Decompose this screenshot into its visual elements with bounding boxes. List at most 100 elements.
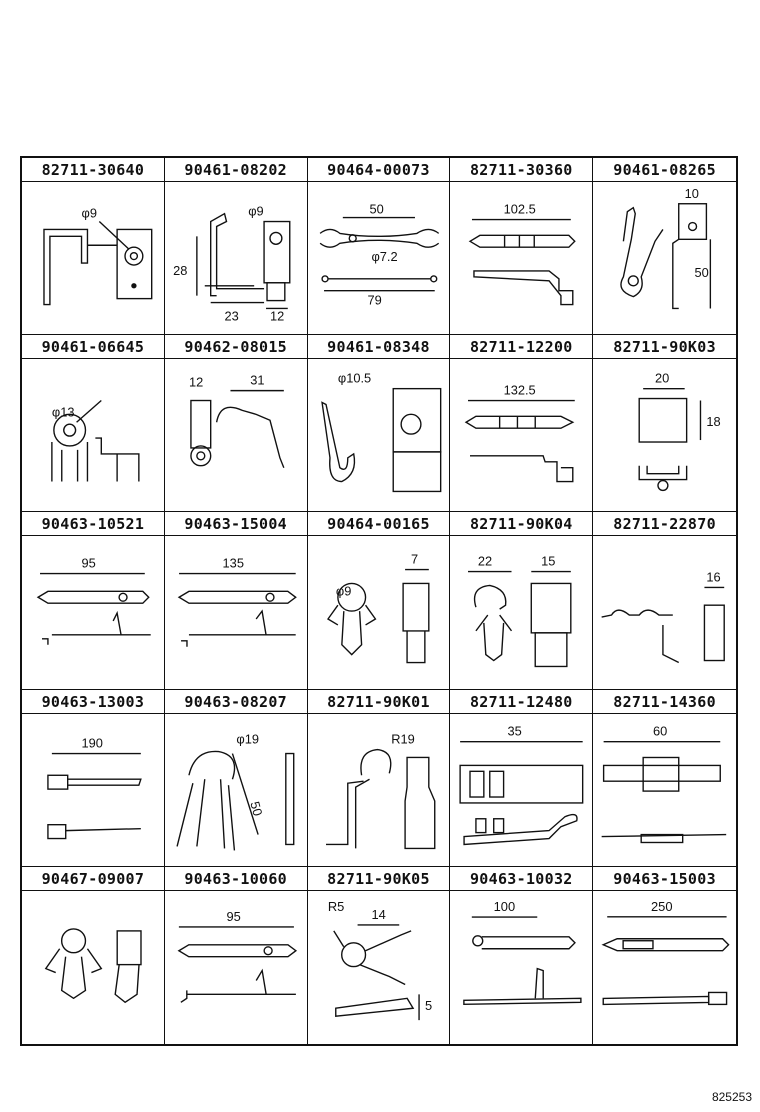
- part-drawing: 132.5: [450, 359, 592, 511]
- part-drawing: 102.5: [450, 182, 592, 334]
- part-cell[interactable]: 82711-90K05 R5 14 5: [307, 866, 451, 1044]
- dim-label: 50: [247, 799, 265, 817]
- part-number: 82711-30360: [450, 158, 593, 182]
- part-drawing: 16: [593, 536, 736, 688]
- part-number: 90461-08202: [164, 158, 307, 182]
- dim-label: 135: [222, 556, 243, 571]
- dim-label: 95: [82, 556, 96, 571]
- dim-label: 10: [685, 186, 699, 201]
- part-number: 82711-90K04: [450, 512, 593, 537]
- part-drawing: 20 18: [593, 359, 736, 511]
- part-number: 82711-22870: [593, 512, 736, 537]
- dim-label: φ9: [335, 584, 350, 599]
- part-number: 90461-08348: [307, 335, 450, 360]
- part-drawing: 60: [593, 714, 736, 866]
- dim-label: 100: [494, 899, 515, 914]
- part-cell[interactable]: 90463-15004 135: [164, 512, 308, 690]
- dim-label: R5: [327, 899, 343, 914]
- part-cell[interactable]: 90463-08207 φ19 50: [164, 689, 308, 867]
- part-cell[interactable]: 82711-14360 60: [593, 690, 736, 867]
- dim-label: φ10.5: [337, 371, 370, 386]
- part-number: 90463-10060: [164, 867, 307, 891]
- part-cell[interactable]: 90461-08265 10 50: [593, 158, 736, 336]
- dim-label: 31: [250, 373, 264, 388]
- dim-label: 132.5: [504, 383, 536, 398]
- part-number: 90463-08207: [164, 690, 307, 714]
- part-cell[interactable]: 90463-10032 100: [450, 866, 594, 1044]
- part-cell[interactable]: 90461-08348 φ10.5: [307, 335, 451, 513]
- dim-label: φ9: [248, 204, 263, 219]
- part-number: 90461-06645: [22, 335, 164, 360]
- part-cell[interactable]: 90461-08202 φ9 28 23 12: [164, 158, 308, 336]
- part-drawing: 100: [450, 891, 592, 1044]
- part-number: 90463-10032: [450, 867, 593, 891]
- part-cell[interactable]: 90464-00165 φ9 7: [307, 512, 451, 690]
- dim-label: 50: [695, 265, 709, 280]
- dim-label: R19: [391, 731, 415, 746]
- dim-label: 14: [371, 907, 385, 922]
- dim-label: 35: [508, 723, 522, 738]
- part-drawing: φ10.5: [308, 359, 450, 511]
- part-number: 90463-10521: [22, 512, 164, 537]
- part-number: 82711-90K03: [593, 335, 736, 360]
- part-drawing: 250: [593, 891, 736, 1044]
- part-cell[interactable]: 90463-13003 190: [22, 689, 165, 867]
- part-cell[interactable]: 82711-90K03 20 18: [593, 335, 736, 513]
- dim-label: 18: [707, 414, 721, 429]
- part-drawing: φ13: [22, 359, 164, 511]
- part-number: 82711-30640: [22, 158, 164, 182]
- part-drawing: φ9 7: [308, 536, 450, 688]
- dim-label: 95: [226, 909, 240, 924]
- dim-label: φ9: [82, 206, 97, 221]
- part-drawing: 35: [450, 714, 592, 866]
- figure-number: 825253: [711, 1090, 752, 1104]
- dim-label: φ19: [236, 731, 259, 746]
- dim-label: 16: [707, 570, 721, 585]
- part-number: 90463-15003: [593, 867, 736, 891]
- dim-label: 23: [224, 308, 238, 323]
- dim-label: 60: [653, 723, 667, 738]
- part-drawing: φ9 28 23 12: [165, 182, 307, 334]
- part-number: 82711-90K01: [307, 690, 450, 714]
- part-cell[interactable]: 90463-15003 250: [593, 867, 736, 1044]
- part-cell[interactable]: 90462-08015 12 31: [164, 335, 308, 513]
- dim-label: 250: [651, 899, 673, 914]
- part-cell[interactable]: 82711-90K04 22 15: [450, 512, 594, 690]
- part-cell[interactable]: 82711-30640 φ9: [22, 158, 165, 336]
- dim-label: 7: [411, 552, 418, 567]
- part-cell[interactable]: 82711-30360 102.5: [450, 158, 594, 336]
- part-number: 90464-00073: [307, 158, 450, 182]
- part-cell[interactable]: 82711-90K01 R19: [307, 689, 451, 867]
- part-number: 90464-00165: [307, 512, 450, 537]
- part-cell[interactable]: 82711-22870 16: [593, 512, 736, 690]
- part-drawing: 50 φ7.2 79: [308, 182, 450, 334]
- part-drawing: 12 31: [165, 359, 307, 511]
- dim-label: 50: [369, 202, 383, 217]
- part-number: 82711-12200: [450, 335, 593, 360]
- part-cell[interactable]: 82711-12480 35: [450, 689, 594, 867]
- part-drawing: 10 50: [593, 182, 736, 334]
- part-cell[interactable]: 90463-10060 95: [164, 866, 308, 1044]
- part-drawing: 95: [165, 891, 307, 1044]
- part-cell[interactable]: 82711-12200 132.5: [450, 335, 594, 513]
- dim-label: φ7.2: [371, 249, 397, 264]
- part-number: 90461-08265: [593, 158, 736, 182]
- part-cell[interactable]: 90463-10521 95: [22, 512, 165, 690]
- part-drawing: φ19 50: [165, 714, 307, 866]
- part-drawing: 22 15: [450, 536, 592, 688]
- dim-label: 79: [367, 293, 381, 308]
- part-cell[interactable]: 90464-00073 50 φ7.2 79: [307, 158, 451, 336]
- part-number: 90463-15004: [164, 512, 307, 537]
- parts-grid: 82711-30640 φ9 90461-08202: [20, 156, 738, 1046]
- dim-label: 20: [655, 371, 669, 386]
- part-drawing: 190: [22, 714, 164, 866]
- part-number: 82711-14360: [593, 690, 736, 714]
- part-cell[interactable]: 90461-06645 φ13: [22, 335, 165, 513]
- part-drawing: φ9: [22, 182, 164, 334]
- dim-label: 15: [542, 554, 556, 569]
- part-drawing: [22, 891, 164, 1044]
- part-drawing: R5 14 5: [308, 891, 450, 1044]
- part-drawing: 95: [22, 536, 164, 688]
- part-cell[interactable]: 90467-09007: [22, 866, 165, 1044]
- dim-label: 190: [82, 735, 103, 750]
